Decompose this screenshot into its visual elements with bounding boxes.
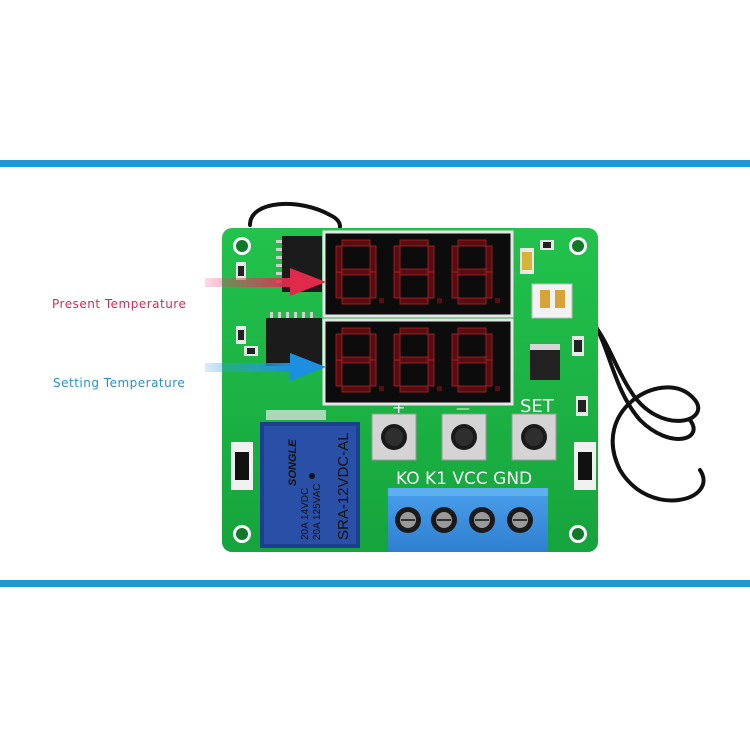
probe-connector — [531, 283, 573, 319]
display-segment — [393, 333, 401, 361]
minus-label: — — [456, 401, 470, 417]
buttons — [371, 413, 557, 461]
display-segment — [393, 271, 401, 299]
display-decimal-point — [495, 298, 500, 303]
display-segment — [399, 239, 429, 247]
display-segment — [427, 245, 435, 273]
display-segment — [341, 385, 371, 393]
display-segment — [427, 359, 435, 387]
present-temperature-label: Present Temperature — [52, 297, 187, 311]
display-segment — [335, 359, 343, 387]
display-segment — [393, 359, 401, 387]
minus-button — [441, 413, 487, 461]
set-button — [511, 413, 557, 461]
display-segment — [341, 297, 371, 305]
display-segment — [485, 333, 493, 361]
display-decimal-point — [437, 298, 442, 303]
plus-label: + — [392, 398, 405, 417]
display-decimal-point — [437, 386, 442, 391]
display-segment — [427, 333, 435, 361]
display-segment — [485, 271, 493, 299]
relay — [260, 422, 360, 548]
display-segment — [341, 268, 371, 276]
setting-arrow — [205, 353, 326, 381]
display-segment — [399, 385, 429, 393]
display-decimal-point — [495, 386, 500, 391]
display-segment — [399, 297, 429, 305]
bottom-accent-bar — [0, 580, 750, 587]
relay-rating-1: 20A 14VDC — [300, 488, 311, 540]
display-segment — [457, 356, 487, 364]
top-accent-bar — [0, 160, 750, 167]
set-label: SET — [520, 396, 555, 417]
display-segment — [335, 245, 343, 273]
display-segment — [427, 271, 435, 299]
relay-model: SRA-12VDC-AL — [335, 432, 352, 540]
setting-temperature-label: Setting Temperature — [53, 376, 186, 390]
terminal-labels: KO K1 VCC GND — [396, 469, 532, 489]
display-segment — [457, 297, 487, 305]
display-segment — [399, 268, 429, 276]
display-segment — [457, 385, 487, 393]
display-segment — [399, 356, 429, 364]
display-decimal-point — [379, 386, 384, 391]
display-segment — [341, 356, 371, 364]
display-segment — [369, 333, 377, 361]
display-segment — [335, 333, 343, 361]
display-segment — [451, 359, 459, 387]
display-segment — [335, 271, 343, 299]
plus-button — [371, 413, 417, 461]
display-segment — [451, 245, 459, 273]
display-segment — [399, 327, 429, 335]
relay-rating-2: 20A 125VAC — [312, 483, 323, 540]
display-segment — [369, 245, 377, 273]
display-segment — [451, 333, 459, 361]
display-segment — [369, 271, 377, 299]
present-arrow — [205, 268, 326, 296]
terminal-block — [388, 488, 548, 552]
display-segment — [341, 239, 371, 247]
display-segment — [485, 359, 493, 387]
display-segment — [457, 239, 487, 247]
display-segment — [457, 268, 487, 276]
smd-components — [236, 240, 588, 420]
display-decimal-point — [379, 298, 384, 303]
display-segment — [451, 271, 459, 299]
display-segment — [393, 245, 401, 273]
display-segment — [485, 245, 493, 273]
relay-brand: SONGLE — [287, 439, 299, 486]
display-segment — [341, 327, 371, 335]
display-segment — [457, 327, 487, 335]
display-segment — [369, 359, 377, 387]
